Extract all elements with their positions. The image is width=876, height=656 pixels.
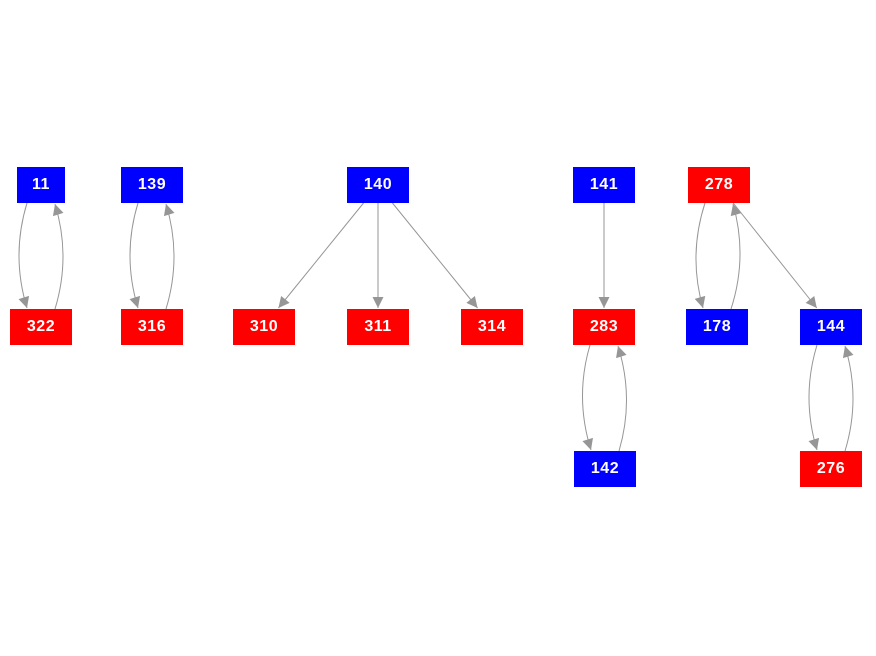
graph-node-140[interactable]: 140 <box>347 167 409 203</box>
graph-node-276[interactable]: 276 <box>800 451 862 487</box>
graph-node-316[interactable]: 316 <box>121 309 183 345</box>
node-label: 322 <box>26 318 56 335</box>
edge-11-322 <box>18 202 30 309</box>
node-label: 178 <box>702 318 732 335</box>
graph-node-283[interactable]: 283 <box>573 309 635 345</box>
node-label: 283 <box>589 318 619 335</box>
edge-278-144 <box>732 202 818 309</box>
node-label: 314 <box>477 318 507 335</box>
graph-node-311[interactable]: 311 <box>347 309 409 345</box>
edge-139-316 <box>129 202 141 309</box>
node-label: 144 <box>816 318 846 335</box>
edge-316-139 <box>163 203 175 310</box>
graph-node-278[interactable]: 278 <box>688 167 750 203</box>
edge-278-178 <box>694 202 706 309</box>
graph-node-178[interactable]: 178 <box>686 309 748 345</box>
edge-142-283 <box>616 345 627 452</box>
edge-140-310 <box>278 202 364 309</box>
graph-node-139[interactable]: 139 <box>121 167 183 203</box>
edge-283-142 <box>582 344 593 451</box>
node-label: 140 <box>363 176 393 193</box>
node-label: 311 <box>364 318 392 335</box>
graph-node-314[interactable]: 314 <box>461 309 523 345</box>
edge-178-278 <box>730 203 742 310</box>
graph-node-142[interactable]: 142 <box>574 451 636 487</box>
graph-node-141[interactable]: 141 <box>573 167 635 203</box>
graph-node-144[interactable]: 144 <box>800 309 862 345</box>
node-label: 11 <box>32 176 50 193</box>
graph-node-322[interactable]: 322 <box>10 309 72 345</box>
edge-144-276 <box>808 344 820 451</box>
node-label: 276 <box>816 460 846 477</box>
node-label: 142 <box>590 460 620 477</box>
node-label: 310 <box>249 318 279 335</box>
graph-node-11[interactable]: 11 <box>17 167 65 203</box>
edge-276-144 <box>842 345 854 452</box>
node-label: 139 <box>137 176 167 193</box>
edge-322-11 <box>52 203 64 310</box>
graph-node-310[interactable]: 310 <box>233 309 295 345</box>
node-label: 278 <box>704 176 734 193</box>
edge-140-314 <box>392 202 478 309</box>
node-label: 141 <box>589 176 619 193</box>
node-label: 316 <box>137 318 167 335</box>
